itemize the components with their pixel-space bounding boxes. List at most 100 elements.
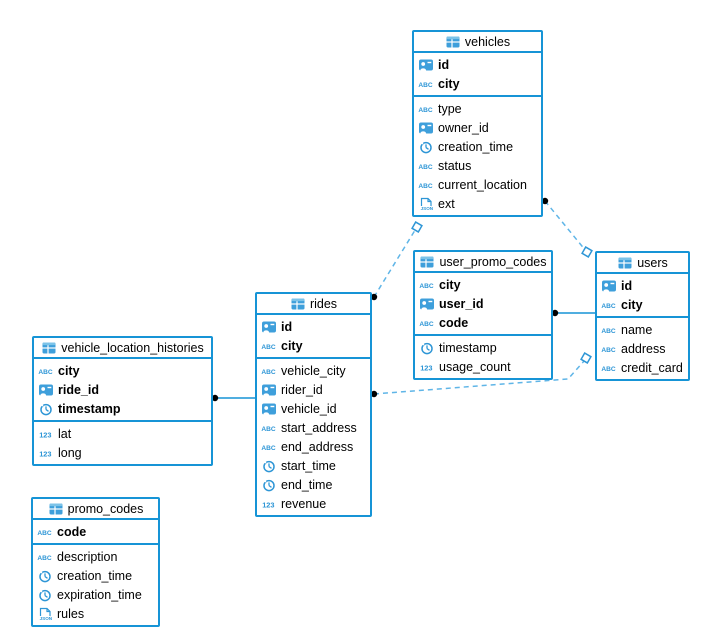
relationship-rides-users[interactable] — [373, 359, 586, 395]
table-header[interactable]: vehicle_location_histories — [34, 338, 211, 359]
table-title: rides — [309, 296, 338, 311]
table-icon — [445, 35, 461, 49]
table-rides[interactable]: rides id city vehicle_city rider_id — [255, 292, 372, 517]
column-row[interactable]: expiration_time — [33, 585, 158, 604]
column-row[interactable]: end_address — [257, 437, 370, 456]
column-row[interactable]: rider_id — [257, 380, 370, 399]
column-row[interactable]: long — [34, 443, 211, 462]
many-end-dot — [370, 390, 378, 398]
column-name: city — [439, 277, 461, 292]
numeric-icon — [419, 360, 435, 374]
column-row[interactable]: city — [597, 295, 688, 314]
column-row[interactable]: usage_count — [415, 357, 551, 376]
column-row[interactable]: city — [414, 74, 541, 93]
column-row[interactable]: revenue — [257, 494, 370, 513]
column-row[interactable]: vehicle_id — [257, 399, 370, 418]
column-row[interactable]: address — [597, 339, 688, 358]
column-row[interactable]: timestamp — [34, 399, 211, 418]
column-row[interactable]: creation_time — [414, 137, 541, 156]
uuid-icon — [38, 383, 54, 397]
uuid-icon — [261, 402, 277, 416]
primary-key-section: city ride_id timestamp — [34, 359, 211, 420]
column-name: code — [439, 315, 469, 330]
column-row[interactable]: start_time — [257, 456, 370, 475]
table-header[interactable]: user_promo_codes — [415, 252, 551, 273]
primary-key-section: id city — [257, 315, 370, 357]
column-row[interactable]: city — [34, 361, 211, 380]
table-vehicle-location-histories[interactable]: vehicle_location_histories city ride_id … — [32, 336, 213, 466]
string-icon — [601, 323, 617, 337]
column-name: usage_count — [439, 359, 511, 374]
column-row[interactable]: name — [597, 320, 688, 339]
column-row[interactable]: creation_time — [33, 566, 158, 585]
timestamp-icon — [261, 459, 277, 473]
column-row[interactable]: credit_card — [597, 358, 688, 377]
relationship-rides-vehicles[interactable] — [373, 226, 418, 298]
table-users[interactable]: users id city name address credi — [595, 251, 690, 381]
columns-section: name address credit_card — [597, 316, 688, 379]
column-row[interactable]: id — [597, 276, 688, 295]
timestamp-icon — [38, 402, 54, 416]
column-name: lat — [58, 426, 72, 441]
table-icon — [419, 255, 435, 269]
primary-key-section: code — [33, 520, 158, 543]
table-user-promo-codes[interactable]: user_promo_codes city user_id code times… — [413, 250, 553, 380]
uuid-icon — [418, 58, 434, 72]
column-name: id — [281, 319, 293, 334]
string-icon — [419, 316, 435, 330]
table-header[interactable]: promo_codes — [33, 499, 158, 520]
table-title: vehicle_location_histories — [61, 340, 204, 355]
column-row[interactable]: start_address — [257, 418, 370, 437]
column-row[interactable]: code — [33, 522, 158, 541]
column-row[interactable]: ext — [414, 194, 541, 213]
table-promo-codes[interactable]: promo_codes code description creation_ti… — [31, 497, 160, 627]
column-row[interactable]: code — [415, 313, 551, 332]
column-name: current_location — [438, 177, 527, 192]
column-row[interactable]: ride_id — [34, 380, 211, 399]
table-header[interactable]: users — [597, 253, 688, 274]
table-header[interactable]: vehicles — [414, 32, 541, 53]
table-header[interactable]: rides — [257, 294, 370, 315]
many-end-dot — [551, 309, 559, 317]
column-row[interactable]: city — [415, 275, 551, 294]
column-row[interactable]: id — [414, 55, 541, 74]
string-icon — [418, 178, 434, 192]
column-row[interactable]: status — [414, 156, 541, 175]
column-name: ride_id — [58, 382, 99, 397]
column-name: rider_id — [281, 382, 323, 397]
column-row[interactable]: end_time — [257, 475, 370, 494]
column-row[interactable]: timestamp — [415, 338, 551, 357]
relationship-vehicles-users[interactable] — [544, 200, 587, 252]
table-title: user_promo_codes — [439, 254, 547, 269]
column-name: creation_time — [57, 568, 133, 583]
json-icon — [418, 197, 434, 211]
table-vehicles[interactable]: vehicles id city type owner_id c — [412, 30, 543, 217]
column-name: start_address — [281, 420, 357, 435]
uuid-icon — [261, 383, 277, 397]
numeric-icon — [38, 427, 54, 441]
column-row[interactable]: city — [257, 336, 370, 355]
column-row[interactable]: id — [257, 317, 370, 336]
timestamp-icon — [419, 341, 435, 355]
column-row[interactable]: description — [33, 547, 158, 566]
column-name: timestamp — [58, 401, 121, 416]
numeric-icon — [38, 446, 54, 460]
string-icon — [38, 364, 54, 378]
uuid-icon — [419, 297, 435, 311]
column-row[interactable]: vehicle_city — [257, 361, 370, 380]
column-row[interactable]: user_id — [415, 294, 551, 313]
primary-key-section: id city — [597, 274, 688, 316]
column-row[interactable]: type — [414, 99, 541, 118]
column-name: status — [438, 158, 472, 173]
column-name: rules — [57, 606, 85, 621]
column-row[interactable]: owner_id — [414, 118, 541, 137]
column-row[interactable]: current_location — [414, 175, 541, 194]
column-name: user_id — [439, 296, 484, 311]
timestamp-icon — [37, 569, 53, 583]
column-row[interactable]: rules — [33, 604, 158, 623]
string-icon — [418, 159, 434, 173]
column-row[interactable]: lat — [34, 424, 211, 443]
uuid-icon — [261, 320, 277, 334]
